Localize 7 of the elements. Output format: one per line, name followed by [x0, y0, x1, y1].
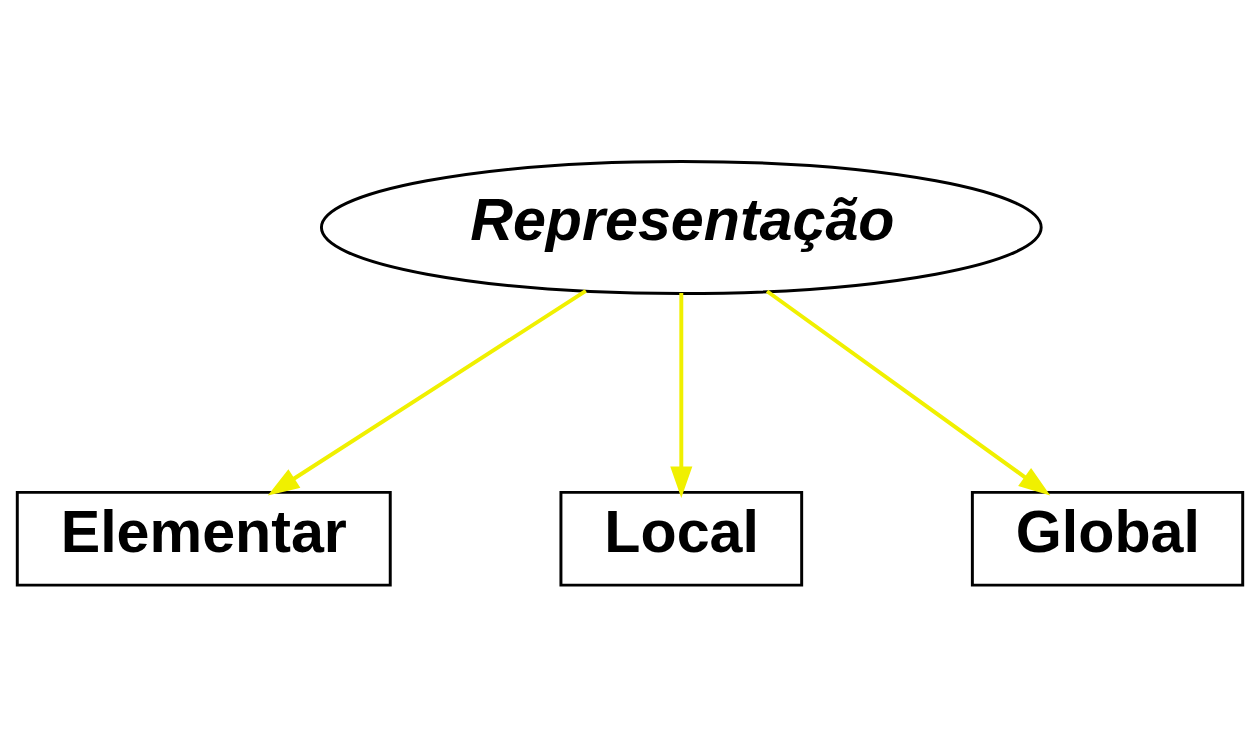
arrow — [267, 288, 587, 496]
arrow — [765, 289, 1051, 495]
node-ellipse: Representação — [319, 159, 1043, 295]
node-box: Elementar — [15, 490, 392, 587]
node-box: Local — [559, 490, 804, 587]
arrow — [670, 292, 693, 498]
node-box: Global — [970, 490, 1245, 587]
